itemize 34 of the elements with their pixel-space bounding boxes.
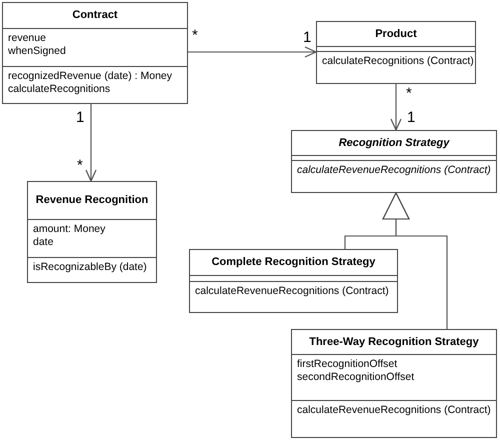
attribute: amount: Money xyxy=(33,223,106,236)
class-name: Product xyxy=(375,26,417,42)
attribute: revenue xyxy=(8,32,47,46)
class-box xyxy=(291,329,497,438)
method: calculateRevenueRecognitions (Contract) xyxy=(297,404,491,417)
class-name: Revenue Recognition xyxy=(36,193,148,208)
multiplicity-label: 1 xyxy=(303,30,312,46)
attribute: secondRecognitionOffset xyxy=(297,370,416,384)
multiplicity-label: * xyxy=(406,86,412,102)
association-arrow xyxy=(188,46,317,58)
class-box xyxy=(27,181,157,283)
class-box xyxy=(291,130,497,193)
method: recognizedRevenue (date) : Money xyxy=(8,70,174,83)
class-box xyxy=(2,2,188,104)
multiplicity-label: * xyxy=(192,28,198,44)
attribute: date xyxy=(33,236,54,250)
multiplicity-label: * xyxy=(77,158,83,174)
method: calculateRecognitions xyxy=(8,82,112,96)
attribute: firstRecognitionOffset xyxy=(297,358,398,371)
method: isRecognizableBy (date) xyxy=(33,261,148,274)
multiplicity-label: 1 xyxy=(76,110,84,126)
method: calculateRevenueRecognitions (Contract) xyxy=(297,164,491,178)
generalization-arrow xyxy=(382,192,448,329)
class-name: Contract xyxy=(72,8,118,24)
attribute: whenSigned xyxy=(8,45,67,58)
class-box xyxy=(189,249,398,313)
class-name: Three-Way Recognition Strategy xyxy=(309,334,479,350)
class-name: Complete Recognition Strategy xyxy=(212,255,376,270)
method: calculateRevenueRecognitions (Contract) xyxy=(195,285,390,298)
class-box xyxy=(316,21,476,84)
association-arrow xyxy=(85,104,97,182)
class-name: Recognition Strategy xyxy=(338,136,450,151)
association-arrow xyxy=(390,84,402,131)
multiplicity-label: 1 xyxy=(407,110,416,126)
